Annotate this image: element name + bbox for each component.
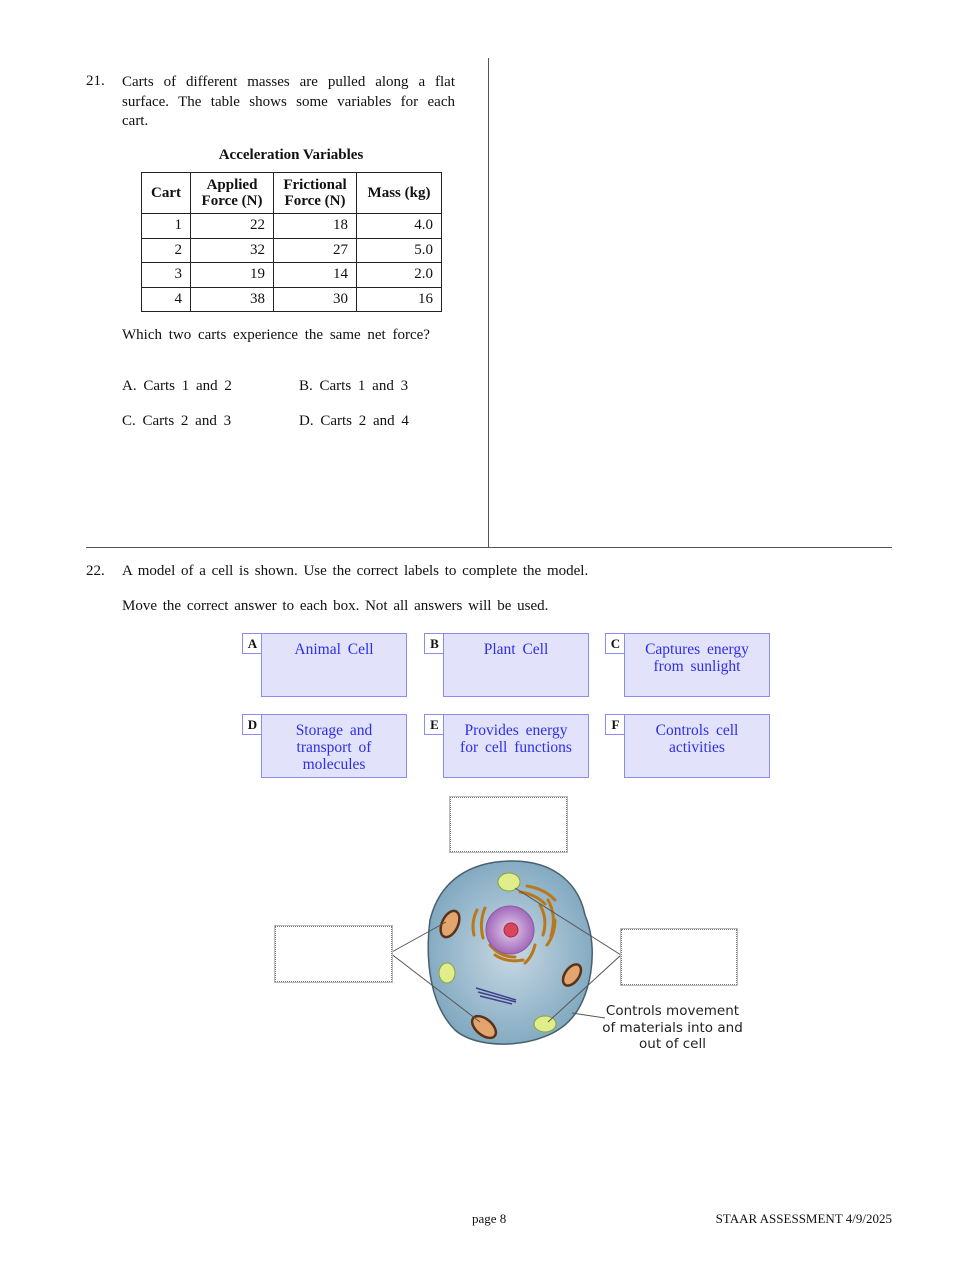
table-cell: 5.0: [356, 237, 442, 263]
table-cell: 19: [190, 262, 274, 288]
choice-letter: C.: [122, 413, 136, 429]
table-cell: 30: [273, 286, 357, 312]
choice-d[interactable]: D. Carts 2 and 4: [299, 413, 409, 430]
choice-text: Carts 1 and 2: [143, 378, 232, 394]
choice-a[interactable]: A. Carts 1 and 2: [122, 378, 232, 395]
header-frictional-force: Frictional Force (N): [273, 172, 357, 214]
q21-number: 21.: [86, 73, 105, 89]
page-number: page 8: [472, 1211, 507, 1226]
choice-text: Carts 2 and 3: [142, 413, 232, 429]
table-cell: 16: [356, 286, 442, 312]
leader-lines: [389, 887, 622, 1023]
q22-stem: A model of a cell is shown. Use the corr…: [122, 563, 589, 579]
choice-c[interactable]: C. Carts 2 and 3: [122, 413, 231, 430]
choice-text: Carts 1 and 3: [319, 378, 409, 394]
golgi-er-icon: [471, 884, 557, 965]
assessment-footer: STAAR ASSESSMENT 4/9/2025: [715, 1211, 892, 1226]
q21-stem: Carts of different masses are pulled alo…: [122, 74, 455, 129]
membrane-label: Controls movement of materials into and …: [602, 1003, 743, 1052]
drop-box-top[interactable]: [449, 796, 568, 853]
acceleration-table: Cart Applied Force (N) Frictional Force …: [141, 172, 442, 312]
choice-letter: A.: [122, 378, 137, 394]
choice-letter: D.: [299, 413, 314, 429]
choice-letter: B.: [299, 378, 313, 394]
option-card-animal-cell[interactable]: Animal Cell: [261, 633, 407, 697]
table-cell: 14: [273, 262, 357, 288]
header-applied-force: Applied Force (N): [190, 172, 274, 214]
table-cell: 3: [141, 262, 191, 288]
mitochondria-icon: [439, 909, 583, 1040]
q22-number: 22.: [86, 563, 105, 579]
header-cart: Cart: [141, 172, 191, 214]
table-title: Acceleration Variables: [218, 147, 364, 163]
option-card-storage-transport[interactable]: Storage and transport of molecules: [261, 714, 407, 778]
option-card-controls-cell[interactable]: Controls cell activities: [624, 714, 770, 778]
nucleolus: [503, 922, 519, 938]
choice-b[interactable]: B. Carts 1 and 3: [299, 378, 408, 395]
q21-question: Which two carts experience the same net …: [122, 327, 430, 343]
column-divider: [488, 58, 489, 547]
option-card-captures-energy[interactable]: Captures energy from sunlight: [624, 633, 770, 697]
section-divider: [86, 547, 892, 548]
table-cell: 4: [141, 286, 191, 312]
option-card-provides-energy[interactable]: Provides energy for cell functions: [443, 714, 589, 778]
choice-text: Carts 2 and 4: [320, 413, 409, 429]
option-letter-a: A: [242, 633, 263, 654]
header-mass: Mass (kg): [356, 172, 442, 214]
table-cell: 1: [141, 213, 191, 239]
option-card-plant-cell[interactable]: Plant Cell: [443, 633, 589, 697]
drop-box-right[interactable]: [620, 928, 738, 986]
drop-box-left[interactable]: [274, 925, 393, 983]
table-cell: 22: [190, 213, 274, 239]
q22-instruction: Move the correct answer to each box. Not…: [122, 598, 549, 614]
centrosome-icon: [475, 987, 517, 1005]
